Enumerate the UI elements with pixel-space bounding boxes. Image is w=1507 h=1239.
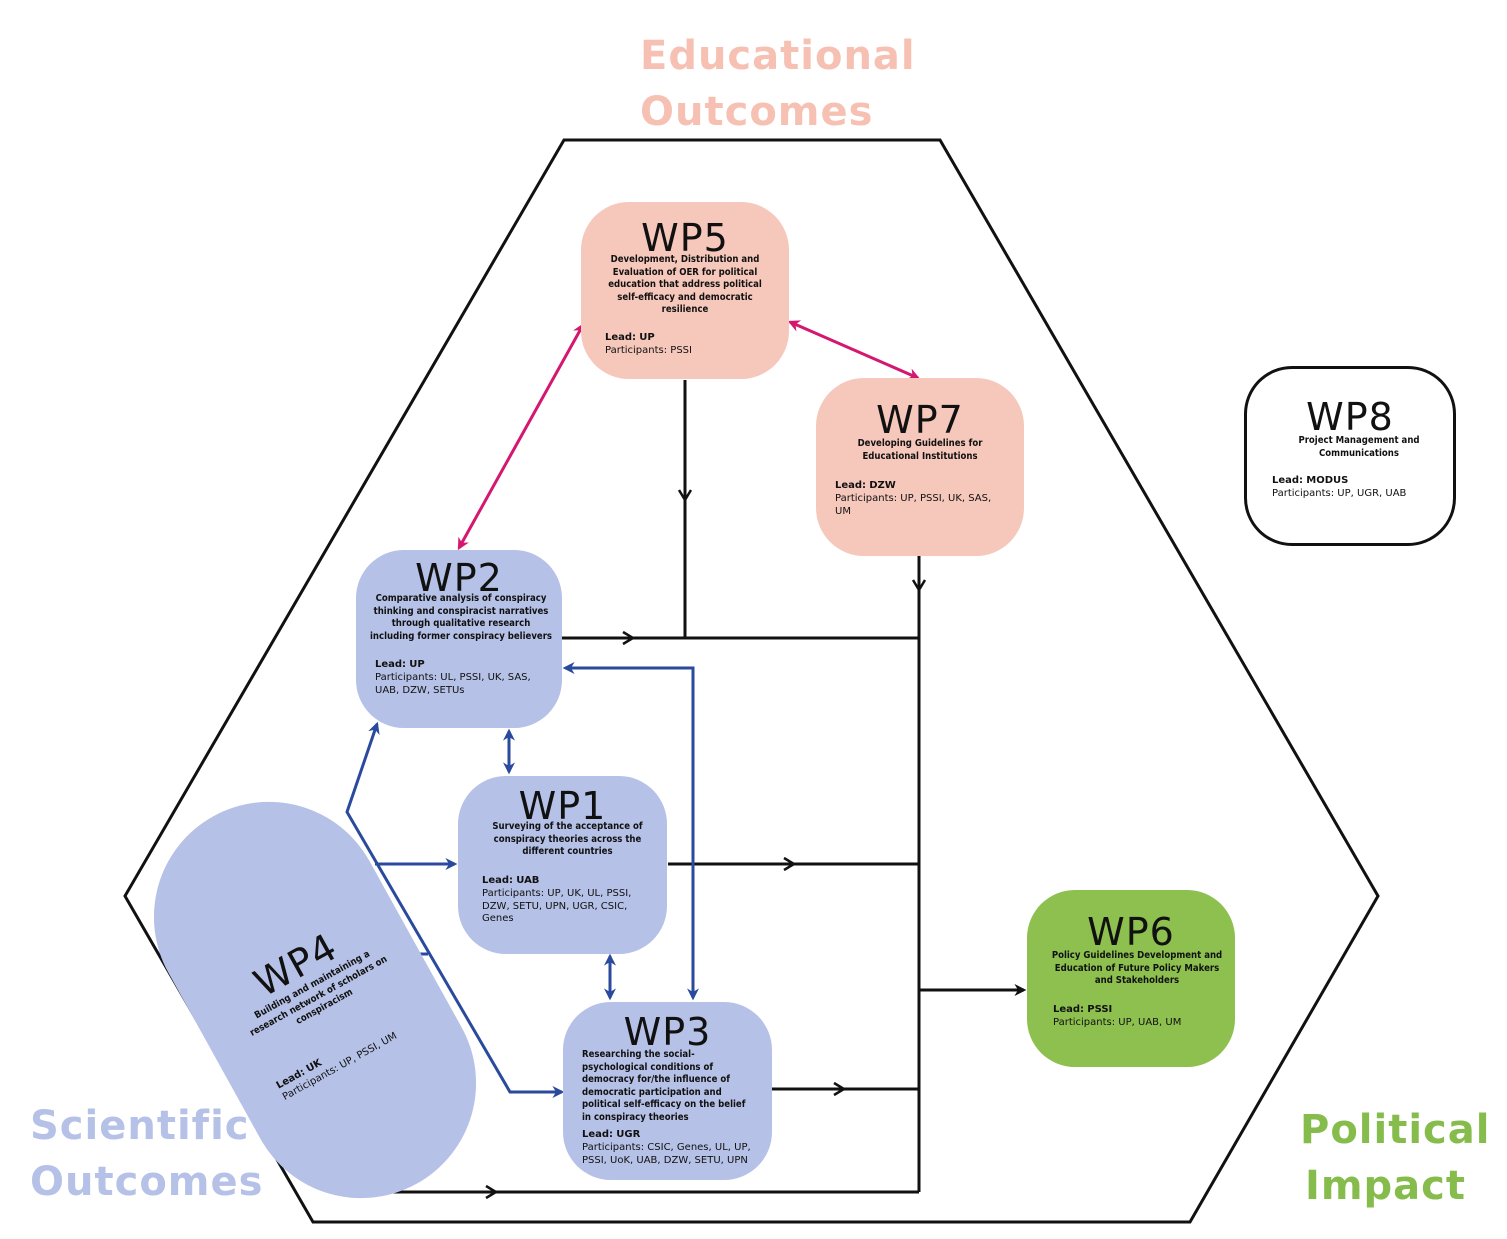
wp-title: WP7 xyxy=(876,398,964,442)
participants-value: UP, PSSI, UK, SAS, UM xyxy=(835,493,992,517)
wp5-box[interactable]: WP5 Development, Distribution and Evalua… xyxy=(581,202,789,379)
wp-title: WP5 xyxy=(641,216,729,260)
wp-description: Surveying of the acceptance of conspirac… xyxy=(492,821,643,857)
label-line: Educational xyxy=(640,33,916,79)
label-line: Political xyxy=(1300,1107,1491,1153)
lead-label: Lead: xyxy=(1272,475,1304,486)
blue-connectors xyxy=(345,662,699,1098)
participants-label: Participants: xyxy=(605,345,668,356)
wp-participants: Participants: CSIC, Genes, UL, UP, PSSI,… xyxy=(582,1142,758,1167)
wp-lead: Lead: UGR xyxy=(582,1129,640,1142)
wp-lead: Lead: UAB xyxy=(482,875,539,888)
wp-participants: Participants: UL, PSSI, UK, SAS, UAB, DZ… xyxy=(375,672,534,697)
wp-title: WP8 xyxy=(1306,395,1394,439)
wp-lead: Lead: MODUS xyxy=(1272,475,1348,488)
wp-lead: Lead: UP xyxy=(605,332,655,345)
wp7-box[interactable]: WP7 Developing Guidelines for Educationa… xyxy=(816,378,1024,556)
wp-participants: Participants: UP, UGR, UAB xyxy=(1272,488,1437,501)
wp8-box[interactable]: WP8 Project Management and Communication… xyxy=(1244,366,1456,546)
wp-lead: Lead: PSSI xyxy=(1053,1004,1112,1017)
wp-title: WP3 xyxy=(623,1010,712,1054)
lead-label: Lead: xyxy=(375,659,407,670)
lead-label: Lead: xyxy=(1053,1004,1085,1015)
hexagon-outline xyxy=(123,138,1380,1224)
participants-value: CSIC, Genes, UL, UP, PSSI, UoK, UAB, DZW… xyxy=(582,1142,751,1166)
lead-label: Lead: xyxy=(605,332,637,343)
label-line: Outcomes xyxy=(640,89,874,135)
wp-lead: Lead: UP xyxy=(375,659,425,672)
lead-value: UGR xyxy=(616,1129,641,1140)
lead-label: Lead: xyxy=(482,875,514,886)
wp-lead: Lead: DZW xyxy=(835,480,896,493)
lead-value: UAB xyxy=(516,875,540,886)
wp-description: Project Management and Communications xyxy=(1298,435,1420,459)
wp-description: Comparative analysis of conspiracy think… xyxy=(370,593,553,642)
lead-label: Lead: xyxy=(835,480,867,491)
wp-description: Researching the social-psychological con… xyxy=(582,1049,746,1123)
lead-value: PSSI xyxy=(1087,1004,1113,1015)
magenta-connectors xyxy=(457,320,921,551)
participants-label: Participants: xyxy=(582,1142,645,1153)
wp-title: WP1 xyxy=(518,784,607,828)
wp-participants: Participants: UP, UK, UL, PSSI, DZW, SET… xyxy=(482,888,639,926)
participants-value: PSSI xyxy=(670,345,692,356)
wp-description: Developing Guidelines for Educational In… xyxy=(857,438,983,462)
wp-participants: Participants: UP, UAB, UM xyxy=(1053,1017,1219,1030)
wp-participants: Participants: PSSI xyxy=(605,345,773,358)
label-line: Impact xyxy=(1304,1163,1466,1209)
wp-participants: Participants: UP, PSSI, UK, SAS, UM xyxy=(835,493,1000,518)
participants-value: UP, UAB, UM xyxy=(1118,1017,1182,1028)
wp-description: Policy Guidelines Development and Educat… xyxy=(1051,950,1223,986)
lead-value: DZW xyxy=(869,480,896,491)
political-impact-label: Political Impact xyxy=(1300,1102,1491,1214)
wp2-box[interactable]: WP2 Comparative analysis of conspiracy t… xyxy=(356,550,562,728)
wp3-box[interactable]: WP3 Researching the social-psychological… xyxy=(563,1002,772,1180)
label-line: Scientific xyxy=(30,1103,250,1149)
participants-label: Participants: xyxy=(482,888,545,899)
participants-value: UP, PSSI, UM xyxy=(338,1030,400,1072)
wp6-box[interactable]: WP6 Policy Guidelines Development and Ed… xyxy=(1027,890,1235,1067)
participants-value: UP, UGR, UAB xyxy=(1337,488,1407,499)
label-line: Outcomes xyxy=(30,1159,264,1205)
wp1-box[interactable]: WP1 Surveying of the acceptance of consp… xyxy=(458,776,667,954)
flow-chevrons xyxy=(485,489,927,1200)
scientific-outcomes-label: Scientific Outcomes xyxy=(30,1098,263,1210)
participants-value: UL, PSSI, UK, SAS, UAB, DZW, SETUs xyxy=(375,672,531,696)
lead-value: UP xyxy=(639,332,655,343)
wp-description: Development, Distribution and Evaluation… xyxy=(608,254,762,315)
participants-label: Participants: xyxy=(1053,1017,1116,1028)
wp-title: WP6 xyxy=(1087,910,1175,954)
participants-value: UP, UK, UL, PSSI, DZW, SETU, UPN, UGR, C… xyxy=(482,888,632,924)
participants-label: Participants: xyxy=(375,672,438,683)
lead-value: UP xyxy=(409,659,425,670)
wp-title: WP2 xyxy=(415,556,503,600)
lead-value: MODUS xyxy=(1306,475,1349,486)
educational-outcomes-label: Educational Outcomes xyxy=(640,28,916,140)
participants-label: Participants: xyxy=(1272,488,1335,499)
lead-label: Lead: xyxy=(582,1129,614,1140)
participants-label: Participants: xyxy=(835,493,898,504)
